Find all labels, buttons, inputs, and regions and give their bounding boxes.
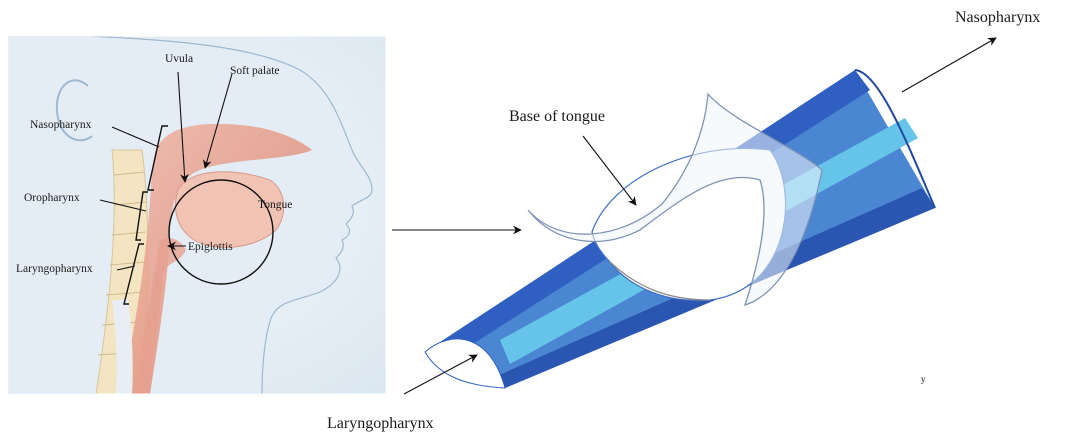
laryngopharynx-label: Laryngopharynx [16, 263, 93, 275]
model-axis-mark: y [921, 374, 926, 384]
oropharynx-label: Oropharynx [24, 192, 80, 204]
uvula-label: Uvula [165, 53, 193, 65]
nasopharynx-label: Nasopharynx [30, 119, 92, 131]
epiglottis-label: Epiglottis [188, 241, 233, 253]
anatomy-illustration: Uvula Soft palate Nasopharynx Oropharynx… [8, 36, 386, 394]
model-nasopharynx-label: Nasopharynx [955, 9, 1040, 26]
tongue-label: Tongue [258, 199, 292, 211]
soft-palate-label: Soft palate [230, 65, 280, 77]
base-of-tongue-label: Base of tongue [509, 108, 605, 125]
tube-model: y [425, 70, 935, 388]
model-laryngopharynx-label: Laryngopharynx [327, 415, 434, 432]
